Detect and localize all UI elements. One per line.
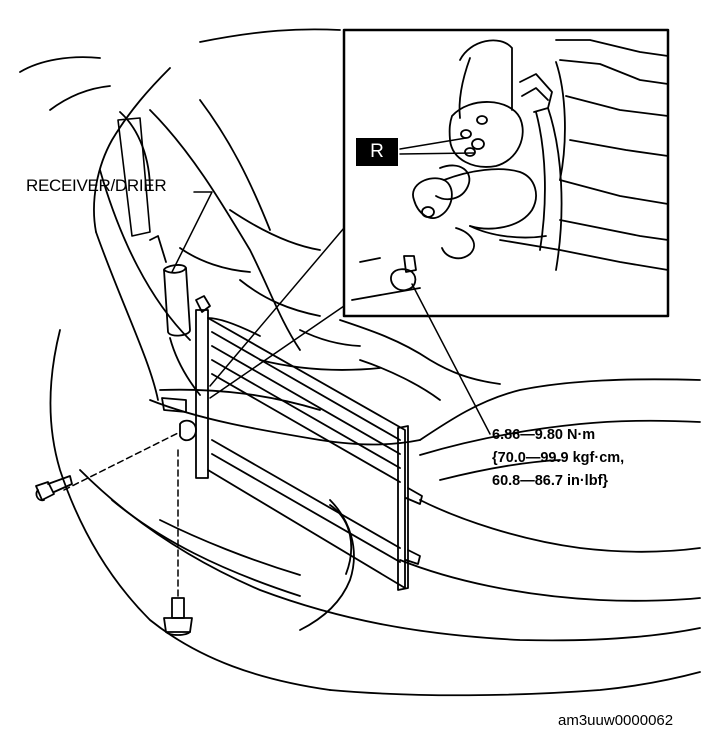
detail-inset (342, 28, 670, 318)
receiver-drier-canister (149, 235, 201, 442)
bolt-bottom (163, 597, 193, 636)
reuse-symbol-badge: R (356, 138, 398, 166)
torque-line-inlbf: 60.8—86.7 in·lbf} (492, 473, 609, 489)
receiver-drier-label: RECEIVER/DRIER (26, 176, 167, 195)
bolt-left (35, 475, 73, 502)
leader-lines (63, 137, 491, 599)
condenser (195, 295, 423, 591)
vehicle-body-outline (19, 28, 701, 697)
torque-specification: 6.86—9.80 N·m {70.0—99.9 kgf·cm, 60.8—86… (492, 424, 624, 493)
torque-line-nm: 6.86—9.80 N·m (492, 427, 596, 443)
figure-id: am3uuw0000062 (558, 712, 674, 729)
torque-line-kgfcm: {70.0—99.9 kgf·cm, (492, 450, 625, 466)
